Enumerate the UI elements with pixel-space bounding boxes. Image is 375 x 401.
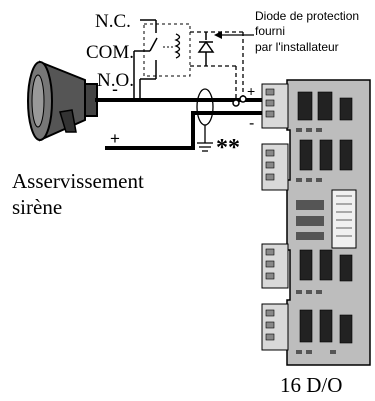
relay-to-wire-leads xyxy=(133,50,141,100)
siren-wires xyxy=(95,98,270,150)
siren-plus-label: + xyxy=(110,129,120,148)
diode-note-line1: Diode de protection xyxy=(255,9,359,23)
cable-shield-icon xyxy=(196,88,214,126)
shield-note-mark: ** xyxy=(216,135,240,161)
siren-caption-line1: Asservissement xyxy=(12,169,144,193)
wire-junctions xyxy=(232,95,247,107)
protection-diode-wiring xyxy=(190,31,244,103)
relay-contacts xyxy=(140,19,158,80)
protection-diode-icon xyxy=(197,32,215,66)
siren-icon xyxy=(27,60,98,142)
relay-coil-icon xyxy=(174,33,181,59)
io-board-image xyxy=(261,79,371,366)
board-caption: 16 D/O xyxy=(280,373,342,397)
ic-chips xyxy=(297,91,353,344)
siren-minus-label: - xyxy=(112,79,118,99)
relay-nc-label: N.C. xyxy=(95,11,131,32)
board-header-connector xyxy=(331,189,357,249)
board-plus-label: + xyxy=(247,83,255,99)
relay-com-label: COM. xyxy=(86,42,134,63)
relay-housing xyxy=(143,23,191,77)
siren-caption-line2: sirène xyxy=(12,195,62,219)
arrowhead-icon xyxy=(214,31,222,39)
terminal-screws xyxy=(265,88,275,341)
relay-no-label: N.O. xyxy=(97,70,134,91)
diode-note-line3: par l'installateur xyxy=(255,40,339,54)
ground-icon xyxy=(197,125,213,152)
small-components xyxy=(296,128,336,354)
diode-note-line2: fourni xyxy=(255,24,285,38)
board-minus-label: - xyxy=(249,115,254,132)
